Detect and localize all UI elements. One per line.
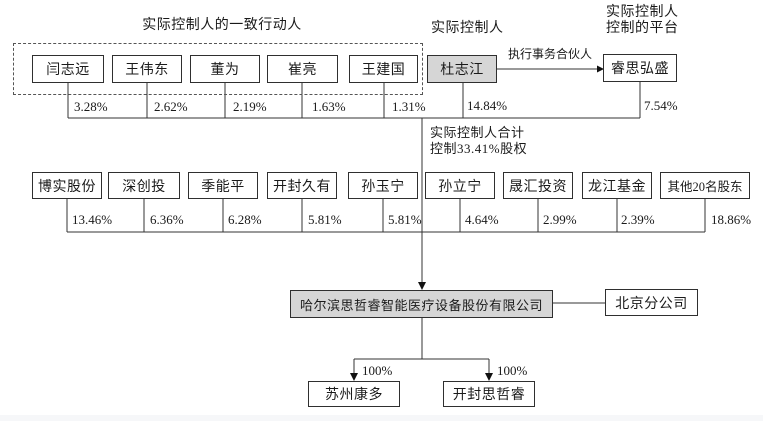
acting-in-concert-label: 实际控制人的一致行动人 <box>142 18 302 33</box>
ownership-pct: 3.28% <box>74 99 108 114</box>
shareholder-wang-jianguo: 王建国 <box>349 55 418 83</box>
ownership-pct: 6.36% <box>150 212 184 227</box>
page-edge-strip <box>0 415 763 421</box>
shareholder-boshi-gufen: 博实股份 <box>32 172 102 199</box>
shareholder-kaifeng-jiuyou: 开封久有 <box>267 172 337 199</box>
shareholder-sun-lining: 孙立宁 <box>425 172 495 199</box>
shareholder-yan-zhiyuan: 闫志远 <box>32 55 104 83</box>
ownership-pct: 1.31% <box>392 99 426 114</box>
ownership-pct: 100% <box>362 363 393 378</box>
shareholder-sun-yuning: 孙玉宁 <box>348 172 418 199</box>
ownership-pct: 2.62% <box>154 99 188 114</box>
executive-partner-label: 执行事务合伙人 <box>507 47 592 61</box>
subsidiary-kaifeng-sizherui: 开封思哲睿 <box>443 381 535 407</box>
ownership-pct: 13.46% <box>72 212 113 227</box>
ownership-pct: 2.19% <box>233 99 267 114</box>
acting-in-concert-group-frame <box>13 43 423 95</box>
shareholder-ji-nengping: 季能平 <box>188 172 258 199</box>
combined-control-note: 实际控制人合计 控制33.41%股权 <box>430 125 528 156</box>
ownership-pct: 100% <box>497 363 528 378</box>
shareholder-wang-weidong: 王伟东 <box>112 55 182 83</box>
ownership-pct: 18.86% <box>711 212 752 227</box>
subsidiary-suzhou-kangduo: 苏州康多 <box>308 381 400 407</box>
platform-ruisi-hongsheng: 睿思弘盛 <box>603 54 677 82</box>
shareholder-shenghui-touzi: 晟汇投资 <box>503 172 573 199</box>
actual-controller-du-zhijiang: 杜志江 <box>427 55 497 83</box>
shareholder-longjiang-jijin: 龙江基金 <box>582 172 652 199</box>
ownership-pct: 5.81% <box>308 212 342 227</box>
ownership-pct: 2.99% <box>543 212 577 227</box>
shareholder-other-20: 其他20名股东 <box>660 172 750 199</box>
ownership-pct: 5.81% <box>388 212 422 227</box>
ownership-pct: 14.84% <box>467 98 508 113</box>
company-harbin-sizherui: 哈尔滨思哲睿智能医疗设备股份有限公司 <box>290 290 553 318</box>
ownership-pct: 2.39% <box>621 212 655 227</box>
ownership-pct: 6.28% <box>228 212 262 227</box>
ownership-pct: 7.54% <box>644 98 678 113</box>
actual-controller-label: 实际控制人 <box>431 21 504 36</box>
ownership-pct: 4.64% <box>465 212 499 227</box>
controlled-platform-label: 实际控制人 控制的平台 <box>606 5 679 36</box>
shareholder-dong-wei: 董为 <box>190 55 260 83</box>
shareholder-shenchuangtou: 深创投 <box>108 172 180 199</box>
beijing-branch: 北京分公司 <box>605 289 698 316</box>
ownership-pct: 1.63% <box>312 99 346 114</box>
shareholder-cui-liang: 崔亮 <box>267 55 338 83</box>
